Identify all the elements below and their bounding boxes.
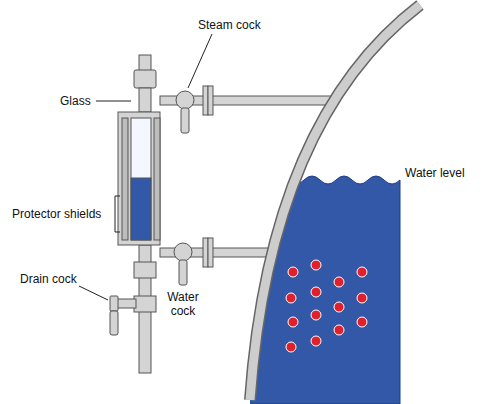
protector-shields-label: Protector shields [12,207,101,221]
water-level-label: Water level [405,166,465,180]
water-cock-label: Water cock [160,290,206,318]
pipes [110,55,336,373]
leader-lines [79,34,212,300]
glass-label: Glass [60,94,91,108]
boiler-shell [250,5,420,400]
heat-bubbles [286,260,367,352]
boiler-shell-face [250,5,420,400]
drain-cock-label: Drain cock [20,272,77,286]
gauge-glass [118,112,160,245]
steam-cock-label: Steam cock [198,18,261,32]
